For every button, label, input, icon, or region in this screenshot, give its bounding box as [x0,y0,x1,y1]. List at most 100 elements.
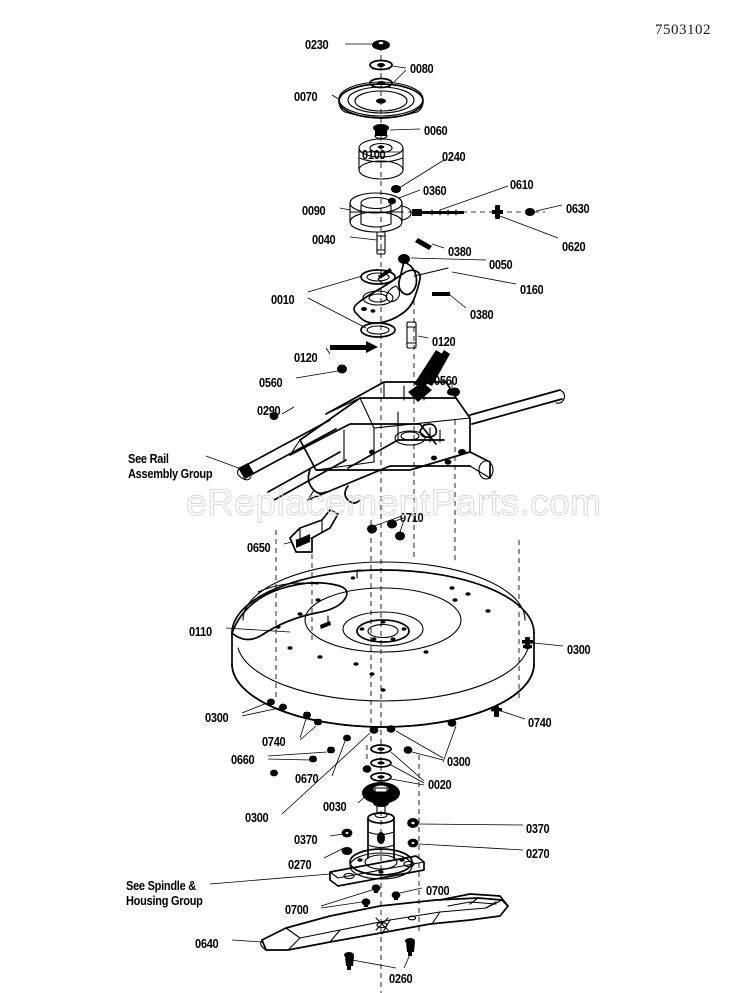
part-0610-bolt [412,209,464,216]
part-0300-screw-left-b [279,703,287,711]
callout-0380-key[interactable]: 0380 [448,245,472,259]
callout-0040-shaft[interactable]: 0040 [312,233,336,247]
part-number: 7503102 [655,22,711,38]
callout-0090-housing[interactable]: 0090 [302,204,326,218]
part-0700-bolt-b [361,898,371,907]
callout-0270-washer[interactable]: 0270 [288,858,312,872]
part-0090-housing [349,192,412,233]
callout-0700-bolt[interactable]: 0700 [285,903,309,917]
part-0290-rail-frame [237,350,566,504]
part-0380-key-lower [432,292,450,296]
part-0110-deck-housing [231,561,535,728]
part-0270-washer-left [341,847,353,855]
callout-0300-screw[interactable]: 0300 [245,811,269,825]
part-0740-washer-left-b [314,718,322,726]
part-0260-bolt-a [344,952,354,970]
part-0020-washer-b [370,758,392,768]
part-0270-washer-right [407,838,419,848]
part-0020-washer-c [370,772,392,782]
part-0120-pin-left [330,341,378,353]
callout-0050-fitting[interactable]: 0050 [489,258,513,272]
callout-0560-nut[interactable]: 0560 [259,376,283,390]
part-0010-bracket-ring-lower [360,322,396,338]
callout-0620-washer[interactable]: 0620 [562,240,586,254]
part-0070-pulley [338,81,424,119]
part-0240-fastener [391,185,401,193]
callout-0710-bolt[interactable]: 0710 [400,511,424,525]
callout-0630-nut[interactable]: 0630 [566,202,590,216]
part-0560-nut-left [337,364,347,374]
callout-0230-nut[interactable]: 0230 [305,38,329,52]
callout-0030-pulley-lower[interactable]: 0030 [323,800,347,814]
callout-0610-bolt[interactable]: 0610 [510,178,534,192]
part-0260-bolt-b [405,938,415,956]
callout-0360-fastener[interactable]: 0360 [423,184,447,198]
callout-0060-bolt[interactable]: 0060 [424,124,448,138]
part-0230-nut [372,40,390,50]
callout-0300-screw[interactable]: 0300 [447,755,471,769]
callout-0010-bracket-plate[interactable]: 0010 [271,293,295,307]
callout-0370-nut[interactable]: 0370 [526,822,550,836]
part-0380-key-upper [415,238,432,250]
callout-0100-spacer[interactable]: 0100 [362,148,386,162]
part-0560-nut-far-left [269,412,279,420]
part-0020-washer-a [370,744,392,754]
part-0660-clip-b [309,755,317,763]
callout-0240-fastener[interactable]: 0240 [442,150,466,164]
part-0710-bolt-b [387,519,397,529]
callout-0370-nut[interactable]: 0370 [294,833,318,847]
part-0370-nut-left [341,828,353,838]
group-reference-line-1: See Spindle & [126,879,196,893]
part-0640-blade [260,893,509,951]
part-0670-bushing-b [362,765,372,773]
callout-0270-washer[interactable]: 0270 [526,847,550,861]
part-0030-pulley-lower [362,782,400,807]
callout-0560-nut[interactable]: 0560 [434,374,458,388]
callout-0740-washer[interactable]: 0740 [528,716,552,730]
callout-0160-arm[interactable]: 0160 [520,283,544,297]
callout-0660-clip[interactable]: 0660 [231,753,255,767]
part-0080-washer-upper [369,59,393,71]
callout-0380-key[interactable]: 0380 [470,308,494,322]
callout-0290-rail-frame[interactable]: 0290 [257,404,281,418]
callout-0640-blade[interactable]: 0640 [195,937,219,951]
callout-0020-washer-set[interactable]: 0020 [428,778,452,792]
part-0300-screw-right [522,637,533,649]
part-0160-arm [413,267,449,277]
part-0710-bolt-c [395,531,405,541]
part-0100-spacer [358,138,404,180]
callout-0670-bushing[interactable]: 0670 [295,772,319,786]
part-0300-screw-mid-b [386,725,396,733]
callout-0260-bolt[interactable]: 0260 [389,972,413,986]
part-0300-screw-mid-c [403,746,413,754]
part-spindle-mount-plate [329,855,425,887]
callout-0070-pulley[interactable]: 0070 [294,90,318,104]
part-0300-screw-bottom [270,769,278,777]
part-0740-washer-left-a [303,711,311,719]
part-0060-bolt [373,124,389,140]
callout-0300-screw[interactable]: 0300 [567,643,591,657]
part-0660-clip-a [327,746,335,754]
callout-0700-bolt[interactable]: 0700 [426,884,450,898]
group-reference-spindle-group[interactable]: See Spindle &Housing Group [126,879,203,909]
part-0010-bracket-plate [353,261,422,324]
callout-0110-deck-housing[interactable]: 0110 [189,625,212,639]
part-0040-shaft [376,231,386,255]
part-0300-screw-mid-a [369,726,379,734]
callout-0300-screw[interactable]: 0300 [205,711,229,725]
group-reference-line-1: See Rail [128,452,169,466]
part-0650-bracket [289,509,339,553]
secondary-axis-line [275,300,520,935]
callout-0740-washer[interactable]: 0740 [262,735,286,749]
part-0620-washer [492,205,503,219]
callout-0120-pin[interactable]: 0120 [432,335,456,349]
part-0370-nut-right [407,818,419,828]
callout-0080-washer[interactable]: 0080 [410,62,434,76]
callout-0120-pin[interactable]: 0120 [294,351,318,365]
callout-0650-bracket[interactable]: 0650 [247,541,271,555]
part-0700-bolt-a [371,884,381,893]
